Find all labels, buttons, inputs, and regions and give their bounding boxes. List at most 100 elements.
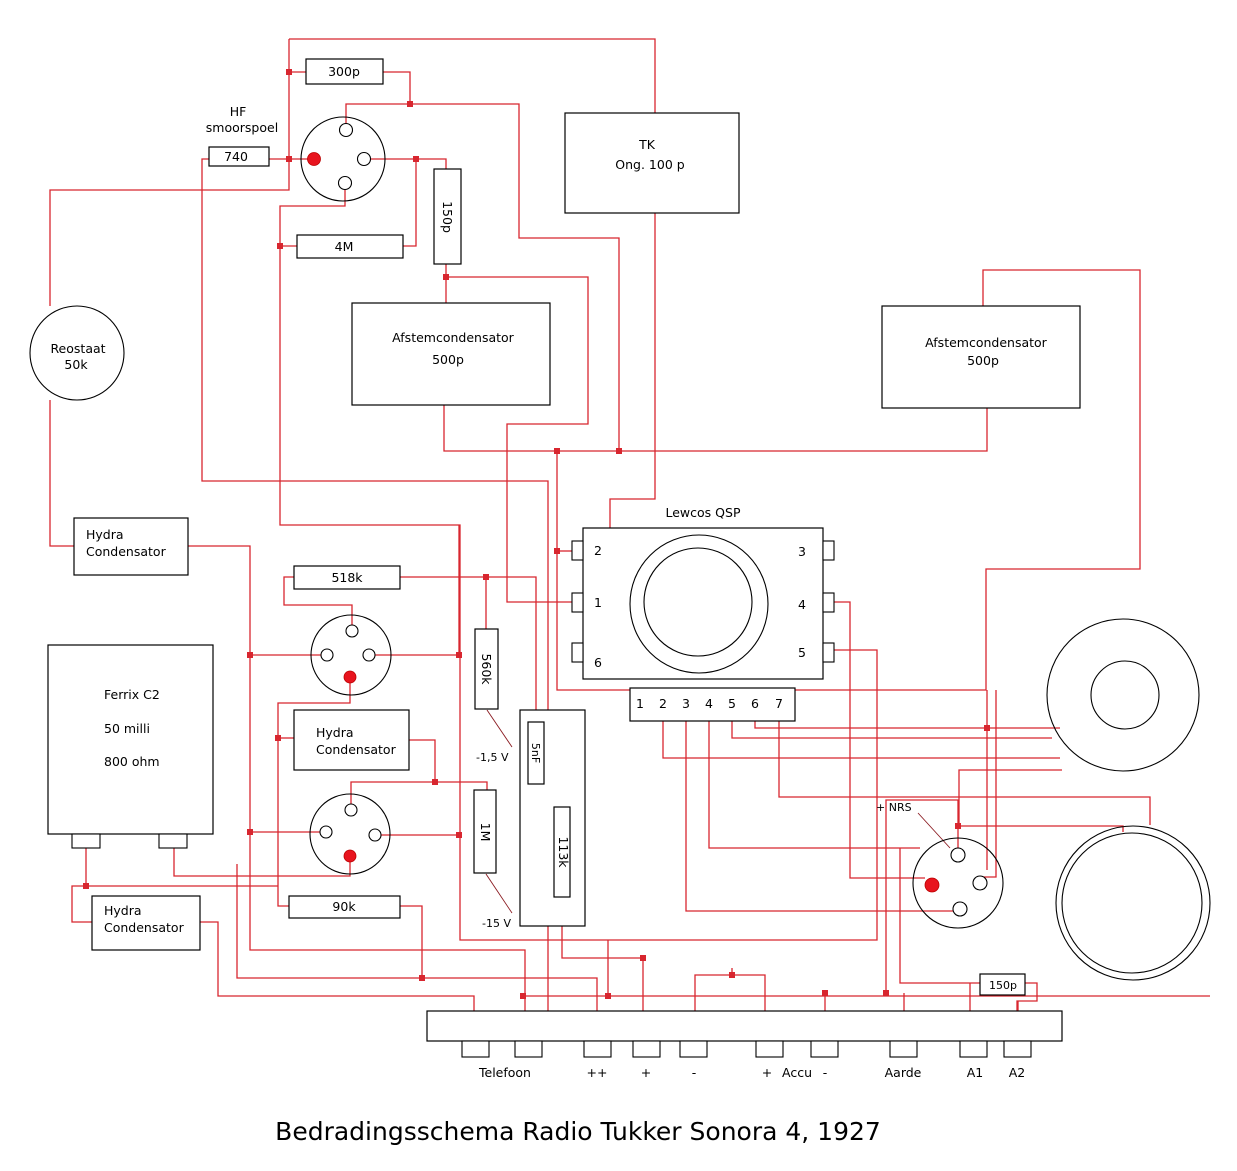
wire-51 [731,721,1052,739]
valve-3-pin-filament [343,849,357,863]
tuning-capacitor-left[interactable]: Afstemcondensator 500p [351,302,551,406]
ferrix-c2-transformer[interactable]: Ferrix C2 50 milli 800 ohm [47,644,214,849]
valve-1-pin-filament [307,152,321,166]
bias-voltage-1-5: -1,5 V [476,751,509,764]
valve-socket-4[interactable] [912,837,1004,929]
resistor-90k[interactable]: 90k [288,895,401,919]
valve-socket-2[interactable] [310,614,392,696]
hydra-capacitor-1[interactable]: Hydra Condensator [73,517,189,576]
switch-pin-6-label: 6 [751,696,759,711]
resistor-518k[interactable]: 518k [293,565,401,590]
ferrix-resistance: 800 ohm [104,754,160,769]
coil-pin-6 [571,642,584,663]
resistor-740[interactable]: 740 [208,146,270,167]
hydra-capacitor-3[interactable]: Hydra Condensator [91,895,201,951]
junction-21 [729,972,735,978]
terminal-accu-plus[interactable] [755,1040,784,1058]
coil-pin-4-label: 4 [798,597,806,612]
terminal-aarde[interactable] [889,1040,918,1058]
wire-57 [980,690,997,878]
coil-pin-5 [822,642,835,663]
valve-socket-1[interactable] [300,116,386,202]
hydra-1-line1: Hydra [86,527,124,542]
junction-6 [443,274,449,280]
terminal-minus[interactable] [679,1040,708,1058]
coil-pin-4 [822,592,835,613]
junction-19 [520,993,526,999]
terminal-a1[interactable] [959,1040,988,1058]
capacitor-5nf[interactable]: 5nF [527,721,545,785]
terminal-telefoon-1[interactable] [461,1040,490,1058]
wire-5 [345,103,620,451]
rheostat-50k[interactable]: Reostaat 50k [29,305,125,401]
tuning-capacitor-left-value: 500p [432,352,464,367]
diagram-title: Bedradingsschema Radio Tukker Sonora 4, … [275,1117,881,1146]
switch-pin-1-label: 1 [636,696,644,711]
wire-33 [71,848,92,923]
switch-pin-4-label: 4 [705,696,713,711]
hf-choke-label-line2: smoorspoel [206,120,278,135]
wire-21 [486,576,537,722]
wire-9 [403,159,417,247]
wire-55 [958,769,1062,826]
wire-7 [201,158,549,1041]
terminal-label-5: + [762,1065,772,1080]
valve-1-pin-bottom [337,175,353,191]
resistor-560k-label: 560k [479,653,494,685]
wire-15 [556,269,1141,691]
terminal-label-7: - [823,1065,828,1080]
valve-2-pin-right [362,648,376,662]
valve-4-pin-right [972,875,988,891]
terminal-label-1: Telefoon [478,1065,531,1080]
junction-17 [83,883,89,889]
terminal-label-2: ++ [587,1065,608,1080]
terminal-a2[interactable] [1003,1040,1032,1058]
terminal-accu-minus[interactable] [810,1040,839,1058]
dial-ring-right[interactable] [1055,825,1211,981]
valve-1-pin-top [338,122,354,138]
tuning-capacitor-right-value: 500p [967,353,999,368]
lewcos-qsp-coil[interactable]: 2 1 6 3 4 5 [571,527,835,680]
tuning-capacitor-right[interactable]: Afstemcondensator 500p [881,305,1081,409]
valve-socket-3[interactable] [309,793,391,875]
resistor-1m[interactable]: 1M [473,789,497,874]
hydra-2-line1: Hydra [316,725,354,740]
terminal-telefoon-2[interactable] [514,1040,543,1058]
capacitor-150p-grid-label: 150p [440,201,455,233]
resistor-113k[interactable]: 113k [553,806,571,898]
wire-29 [435,781,488,790]
capacitor-150p-antenna[interactable]: 150p [979,973,1026,996]
rheostat-name: Reostaat [50,341,105,356]
capacitor-150p-grid[interactable]: 150p [433,168,462,265]
terminal-label-4: - [692,1065,697,1080]
coil-name: Lewcos QSP [666,505,741,520]
wire-47 [834,601,925,879]
terminal-label-6: Accu [782,1065,812,1080]
wire-36 [236,864,423,979]
coil-pin-3 [822,540,835,561]
hydra-3-line1: Hydra [104,903,142,918]
wire-49 [685,721,961,915]
resistor-4m[interactable]: 4M [296,234,404,259]
terminal-plus[interactable] [632,1040,661,1058]
capacitor-300p[interactable]: 300p [305,58,384,85]
reaction-capacitor-tk[interactable]: TK Ong. 100 p [564,112,740,214]
wire-22 [283,576,353,625]
wire-48 [662,721,1060,759]
wire-45 [885,799,959,993]
dial-knob-right[interactable] [1046,618,1200,772]
terminal-label-3: + [641,1065,651,1080]
wire-52 [754,721,1060,729]
junction-13 [275,735,281,741]
junction-14 [432,779,438,785]
hydra-capacitor-2[interactable]: Hydra Condensator [293,709,410,771]
terminal-plus-plus[interactable] [583,1040,612,1058]
resistor-560k[interactable]: 560k [474,628,499,710]
capacitor-300p-label: 300p [328,64,360,79]
ferrix-current: 50 milli [104,721,150,736]
coil-pin-6-label: 6 [594,655,602,670]
junction-10 [483,574,489,580]
wires [49,38,1210,1041]
terminal-strip [426,1010,1063,1058]
